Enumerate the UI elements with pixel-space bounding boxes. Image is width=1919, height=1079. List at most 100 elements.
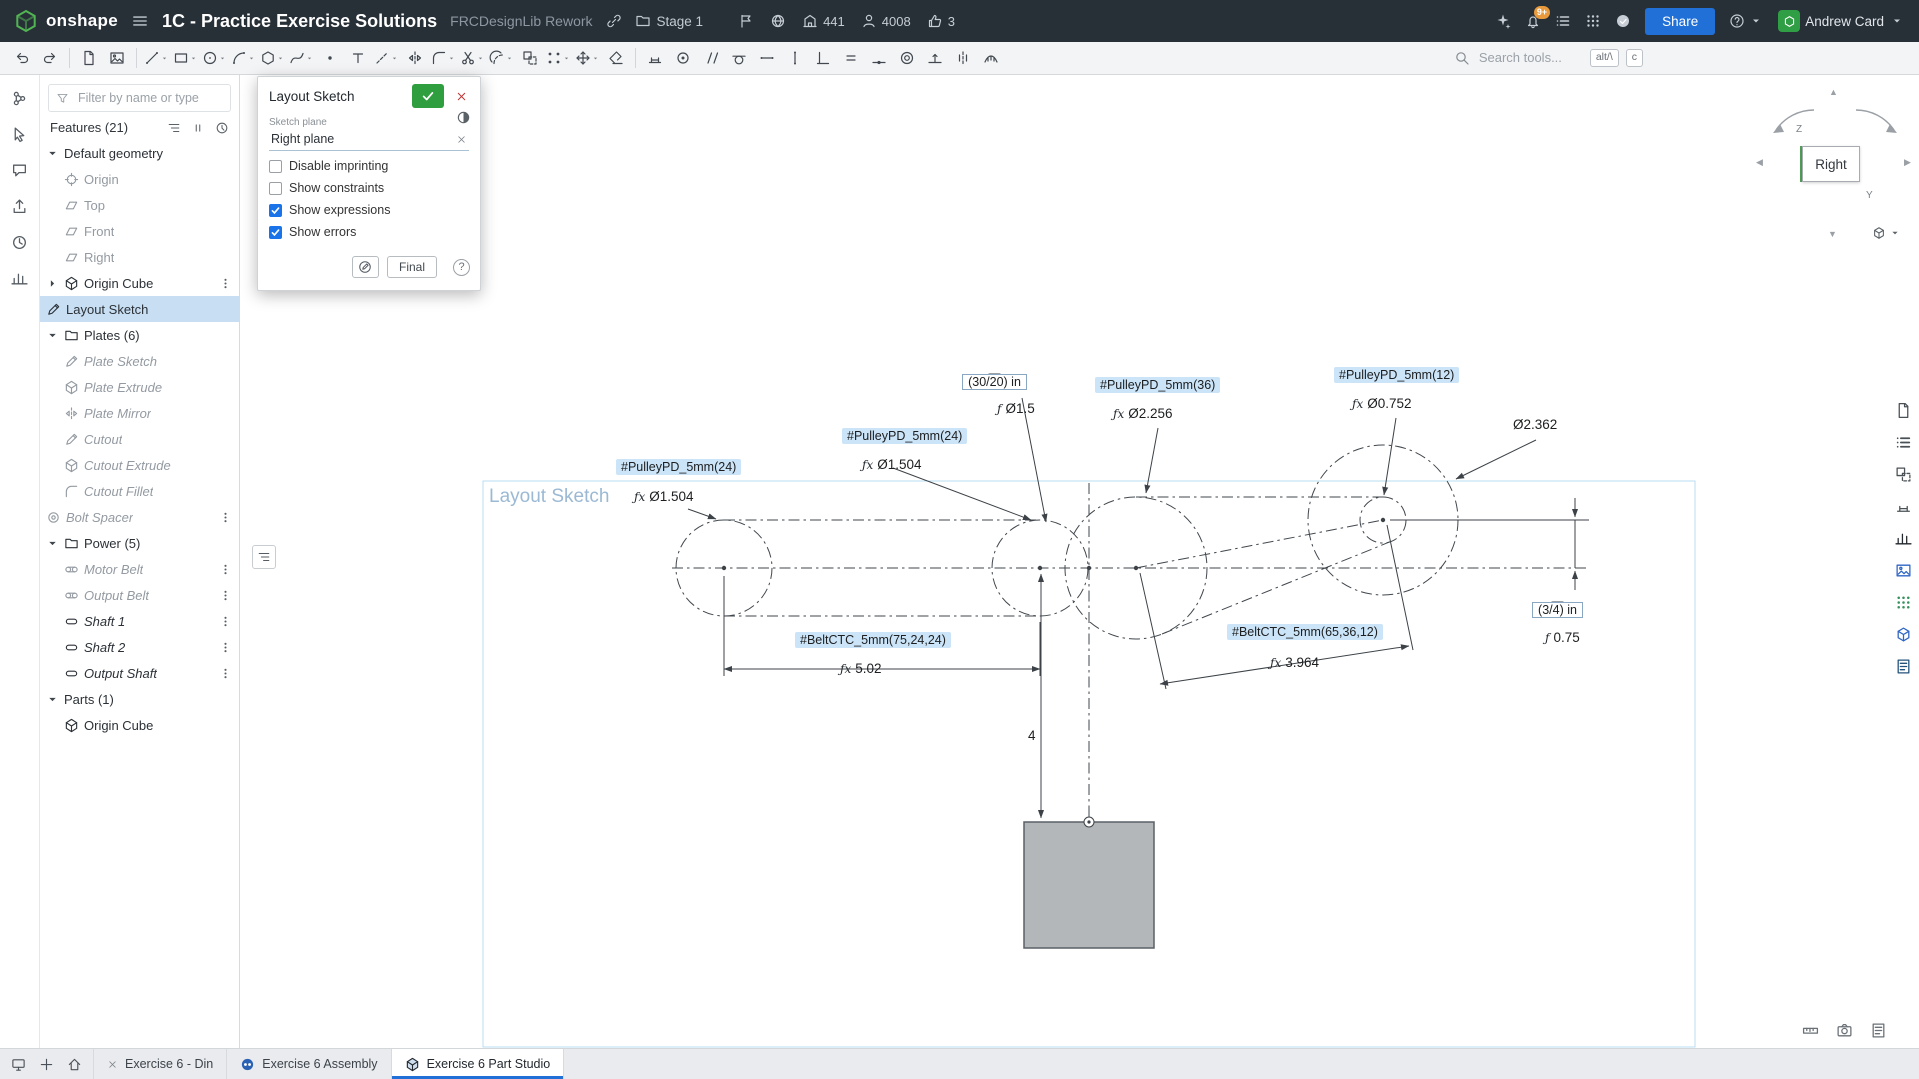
feature-cutout-extrude[interactable]: Cutout Extrude — [40, 452, 239, 478]
chevron-down-icon[interactable] — [390, 54, 399, 63]
chevron-down-icon[interactable] — [276, 54, 285, 63]
tree-filter-icon[interactable] — [167, 121, 181, 135]
feature-plate-mirror[interactable]: Plate Mirror — [40, 400, 239, 426]
expression-label[interactable]: #PulleyPD_5mm(24) — [842, 428, 967, 444]
rollback-icon[interactable] — [215, 121, 229, 135]
chevron-down-icon[interactable] — [247, 54, 256, 63]
tool-tangent-button[interactable] — [725, 45, 753, 71]
tool-polygon-button[interactable] — [258, 45, 287, 71]
caret-down-icon[interactable] — [46, 693, 59, 706]
image-panel-icon[interactable] — [1895, 562, 1912, 579]
globe-icon[interactable] — [770, 13, 786, 29]
tab-exercise-6-part-studio[interactable]: Exercise 6 Part Studio — [392, 1049, 565, 1079]
pulley-24-mid-circle[interactable] — [992, 520, 1088, 616]
notifications-icon[interactable]: 9+ — [1525, 13, 1541, 29]
view-cube-face[interactable]: Right — [1802, 146, 1860, 182]
feature-origin-cube[interactable]: Origin Cube — [40, 270, 239, 296]
chevron-down-icon[interactable] — [476, 54, 485, 63]
chevron-down-icon[interactable] — [189, 54, 198, 63]
tool-circle-button[interactable] — [200, 45, 229, 71]
use-project-panel-icon[interactable] — [1895, 466, 1912, 483]
feature-parts-1[interactable]: Parts (1) — [40, 686, 239, 712]
cancel-button[interactable] — [450, 85, 472, 107]
main-menu-icon[interactable] — [131, 12, 149, 30]
outer-circle[interactable] — [1308, 445, 1458, 595]
rotate-up-arrow[interactable]: ▲ — [1829, 88, 1838, 97]
dimension-lines[interactable] — [688, 398, 1589, 818]
dimension-value[interactable]: ƒØ1.5 — [997, 401, 1035, 416]
feature-layout-sketch[interactable]: Layout Sketch — [40, 296, 239, 322]
chevron-down-icon[interactable] — [505, 54, 514, 63]
belt-2-bottom-line[interactable] — [1162, 541, 1392, 634]
add-tab-icon[interactable] — [39, 1057, 54, 1072]
link-icon[interactable] — [606, 13, 622, 29]
chevron-down-icon[interactable] — [447, 54, 456, 63]
feature-menu-icon[interactable] — [219, 589, 232, 602]
checkbox-show-constraints[interactable]: Show constraints — [269, 181, 469, 195]
rotate-arrows-icon[interactable] — [1752, 96, 1918, 152]
comment-icon[interactable] — [11, 162, 28, 179]
tool-midpoint-button[interactable] — [865, 45, 893, 71]
checkbox-unchecked-icon[interactable] — [269, 160, 282, 173]
expression-label[interactable]: #PulleyPD_5mm(36) — [1095, 377, 1220, 393]
tool-mirror-button[interactable] — [401, 45, 429, 71]
close-tab-icon[interactable] — [107, 1059, 118, 1070]
tab-exercise-6-assembly[interactable]: Exercise 6 Assembly — [227, 1049, 391, 1079]
view-cube[interactable]: ▲ ◀ ▶ ▼ Z Y Right — [1752, 88, 1918, 258]
feature-plates-6[interactable]: Plates (6) — [40, 322, 239, 348]
feature-menu-icon[interactable] — [219, 277, 232, 290]
grid-panel-icon[interactable] — [1895, 594, 1912, 611]
feature-default-geometry[interactable]: Default geometry — [40, 140, 239, 166]
dimension-value[interactable]: ƒxØ1.504 — [862, 457, 922, 472]
sketch-options-button[interactable] — [352, 256, 379, 278]
feature-output-belt[interactable]: Output Belt — [40, 582, 239, 608]
feature-shaft-1[interactable]: Shaft 1 — [40, 608, 239, 634]
tool-line-button[interactable] — [142, 45, 171, 71]
dimension-value[interactable]: ƒx3.964 — [1270, 655, 1319, 670]
dimension-label[interactable]: (3/4) in — [1551, 601, 1564, 614]
tool-fillet-button[interactable] — [429, 45, 458, 71]
tool-point-button[interactable] — [316, 45, 344, 71]
tool-spline-button[interactable] — [287, 45, 316, 71]
export-icon[interactable] — [11, 198, 28, 215]
tool-transform-button[interactable] — [573, 45, 602, 71]
checkbox-checked-icon[interactable] — [269, 204, 282, 217]
pulley-12-circle[interactable] — [1360, 497, 1406, 543]
feature-origin[interactable]: Origin — [40, 166, 239, 192]
list-panel-icon[interactable] — [1895, 434, 1912, 451]
tool-vertical-button[interactable] — [781, 45, 809, 71]
feature-menu-icon[interactable] — [219, 563, 232, 576]
feature-front[interactable]: Front — [40, 218, 239, 244]
tool-horizontal-button[interactable] — [753, 45, 781, 71]
caret-down-icon[interactable] — [46, 537, 59, 550]
ruler-icon[interactable] — [1802, 1022, 1819, 1039]
expression-label[interactable]: #PulleyPD_5mm(24) — [616, 459, 741, 475]
chevron-down-icon[interactable] — [218, 54, 227, 63]
learning-center-icon[interactable] — [1615, 13, 1631, 29]
tab-manager-icon[interactable] — [67, 1057, 82, 1072]
caret-right-icon[interactable] — [46, 277, 59, 290]
checkbox-checked-icon[interactable] — [269, 226, 282, 239]
dimension-label[interactable]: 4 — [1028, 728, 1036, 743]
final-state-icon[interactable] — [456, 110, 471, 125]
clear-selection-icon[interactable] — [456, 134, 467, 145]
expression-label[interactable]: #PulleyPD_5mm(12) — [1334, 367, 1459, 383]
feature-cutout[interactable]: Cutout — [40, 426, 239, 452]
rotate-down-arrow[interactable]: ▼ — [1828, 230, 1837, 239]
caret-down-icon[interactable] — [46, 329, 59, 342]
tool-arc-button[interactable] — [229, 45, 258, 71]
feature-motor-belt[interactable]: Motor Belt — [40, 556, 239, 582]
workspace-chip[interactable]: Stage 1 — [635, 13, 704, 29]
tool-undo-button[interactable] — [8, 45, 36, 71]
tool-concentric-button[interactable] — [893, 45, 921, 71]
feature-menu-icon[interactable] — [219, 511, 232, 524]
feature-filter[interactable] — [48, 84, 231, 112]
dimension-value[interactable]: ƒxØ0.752 — [1352, 396, 1412, 411]
chevron-down-icon[interactable] — [562, 54, 571, 63]
expression-label[interactable]: #BeltCTC_5mm(65,36,12) — [1227, 624, 1383, 640]
rotate-left-arrow[interactable]: ◀ — [1756, 158, 1763, 167]
full-screen-icon[interactable] — [11, 1057, 26, 1072]
chevron-down-icon[interactable] — [160, 54, 169, 63]
task-list-icon[interactable] — [1555, 13, 1571, 29]
caret-down-icon[interactable] — [46, 147, 59, 160]
